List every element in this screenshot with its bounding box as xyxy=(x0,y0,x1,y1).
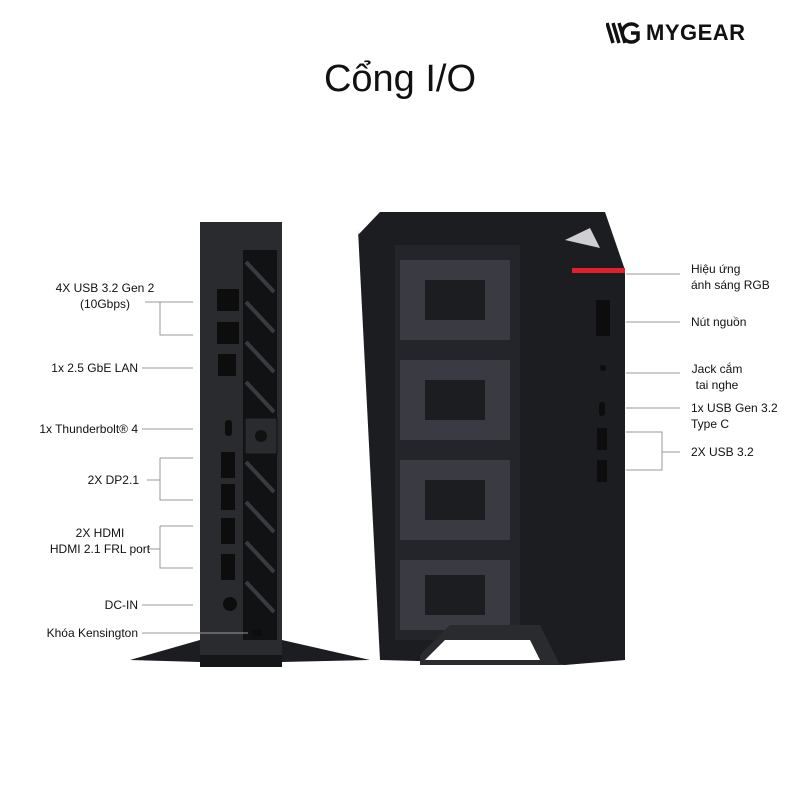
label-line: tai nghe xyxy=(695,378,739,392)
label-rgb: Hiệu ứng ánh sáng RGB xyxy=(691,261,770,293)
label-kensington: Khóa Kensington xyxy=(46,626,138,640)
mygear-logo-icon xyxy=(606,22,640,44)
label-line: ánh sáng RGB xyxy=(691,278,770,292)
label-thunderbolt: 1x Thunderbolt® 4 xyxy=(39,422,138,436)
label-line: Hiệu ứng xyxy=(691,262,741,276)
brand-logo: MYGEAR xyxy=(606,20,746,46)
label-line: (10Gbps) xyxy=(79,297,131,311)
label-line: Jack cắm xyxy=(691,362,743,376)
rear-device xyxy=(130,222,370,667)
label-line: 4X USB 3.2 Gen 2 xyxy=(55,281,155,295)
label-line: HDMI 2.1 FRL port xyxy=(49,542,151,556)
page-title: Cổng I/O xyxy=(323,58,477,100)
label-usb-rear: 4X USB 3.2 Gen 2 (10Gbps) xyxy=(40,280,170,312)
label-lan: 1x 2.5 GbE LAN xyxy=(51,361,138,375)
label-hdmi: 2X HDMI HDMI 2.1 FRL port xyxy=(35,525,165,557)
leader-lines xyxy=(142,273,680,634)
label-line: 2X HDMI xyxy=(75,526,125,540)
label-power-button: Nút nguồn xyxy=(691,315,747,329)
label-dc-in: DC-IN xyxy=(104,598,138,612)
brand-name: MYGEAR xyxy=(646,20,746,45)
label-usb-c-front: 1x USB Gen 3.2 Type C xyxy=(691,400,778,432)
label-line: Type C xyxy=(691,417,730,431)
label-dp: 2X DP2.1 xyxy=(87,473,139,487)
front-device xyxy=(358,212,625,665)
label-headphone-jack: Jack cắm tai nghe xyxy=(686,361,748,393)
label-usb-front: 2X USB 3.2 xyxy=(691,445,754,459)
label-line: 1x USB Gen 3.2 xyxy=(691,401,778,415)
